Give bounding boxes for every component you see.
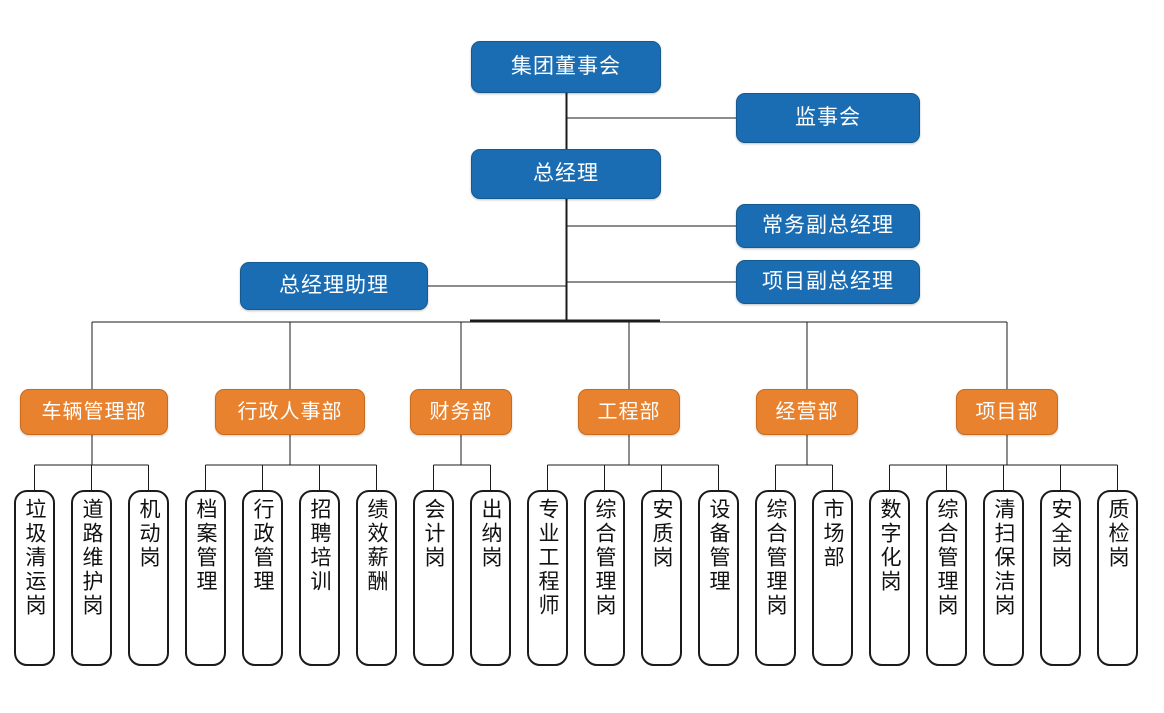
post-label: 清扫保洁岗	[992, 498, 1016, 618]
post-label: 综合管理岗	[764, 498, 788, 618]
department-box-finance[interactable]: 财务部	[410, 389, 512, 435]
post-label: 安质岗	[650, 498, 674, 570]
exec-label: 项目副总经理	[762, 270, 894, 294]
exec-label: 总经理助理	[279, 274, 389, 298]
post-label: 综合管理岗	[935, 498, 959, 618]
department-label: 行政人事部	[237, 401, 343, 423]
post-box-post-2[interactable]: 道路维护岗	[71, 490, 112, 666]
exec-box-gm-assistant[interactable]: 总经理助理	[240, 262, 428, 310]
post-box-post-4[interactable]: 档案管理	[185, 490, 226, 666]
post-box-post-5[interactable]: 行政管理	[242, 490, 283, 666]
post-label: 招聘培训	[308, 498, 332, 594]
post-label: 专业工程师	[536, 498, 560, 618]
post-box-post-14[interactable]: 综合管理岗	[755, 490, 796, 666]
exec-box-exec-vgm[interactable]: 常务副总经理	[736, 204, 920, 248]
post-label: 垃圾清运岗	[23, 498, 47, 618]
post-label: 档案管理	[194, 498, 218, 594]
post-label: 设备管理	[707, 498, 731, 594]
post-label: 出纳岗	[479, 498, 503, 570]
exec-label: 监事会	[795, 106, 861, 130]
department-label: 工程部	[597, 401, 661, 423]
post-label: 质检岗	[1106, 498, 1130, 570]
post-box-post-18[interactable]: 清扫保洁岗	[983, 490, 1024, 666]
post-box-post-7[interactable]: 绩效薪酬	[356, 490, 397, 666]
department-label: 财务部	[429, 401, 493, 423]
department-box-operation[interactable]: 经营部	[756, 389, 858, 435]
post-label: 机动岗	[137, 498, 161, 570]
exec-label: 集团董事会	[511, 55, 621, 79]
department-box-vehicle[interactable]: 车辆管理部	[20, 389, 168, 435]
exec-box-board[interactable]: 集团董事会	[471, 41, 661, 93]
post-box-post-3[interactable]: 机动岗	[128, 490, 169, 666]
department-label: 经营部	[775, 401, 839, 423]
department-box-engineer[interactable]: 工程部	[578, 389, 680, 435]
post-box-post-20[interactable]: 质检岗	[1097, 490, 1138, 666]
post-box-post-13[interactable]: 设备管理	[698, 490, 739, 666]
department-label: 项目部	[975, 401, 1039, 423]
department-box-project[interactable]: 项目部	[956, 389, 1058, 435]
department-label: 车辆管理部	[41, 401, 147, 423]
post-box-post-1[interactable]: 垃圾清运岗	[14, 490, 55, 666]
post-box-post-16[interactable]: 数字化岗	[869, 490, 910, 666]
post-box-post-11[interactable]: 综合管理岗	[584, 490, 625, 666]
post-box-post-15[interactable]: 市场部	[812, 490, 853, 666]
post-label: 行政管理	[251, 498, 275, 594]
post-box-post-9[interactable]: 出纳岗	[470, 490, 511, 666]
post-label: 道路维护岗	[80, 498, 104, 618]
post-box-post-10[interactable]: 专业工程师	[527, 490, 568, 666]
post-label: 综合管理岗	[593, 498, 617, 618]
exec-label: 总经理	[533, 162, 599, 186]
post-box-post-12[interactable]: 安质岗	[641, 490, 682, 666]
post-label: 安全岗	[1049, 498, 1073, 570]
exec-label: 常务副总经理	[762, 214, 894, 238]
post-box-post-8[interactable]: 会计岗	[413, 490, 454, 666]
exec-box-gm[interactable]: 总经理	[471, 149, 661, 199]
exec-box-proj-vgm[interactable]: 项目副总经理	[736, 260, 920, 304]
post-label: 数字化岗	[878, 498, 902, 594]
post-box-post-17[interactable]: 综合管理岗	[926, 490, 967, 666]
post-label: 会计岗	[422, 498, 446, 570]
post-box-post-19[interactable]: 安全岗	[1040, 490, 1081, 666]
post-box-post-6[interactable]: 招聘培训	[299, 490, 340, 666]
post-label: 绩效薪酬	[365, 498, 389, 594]
exec-box-supervisory[interactable]: 监事会	[736, 93, 920, 143]
post-label: 市场部	[821, 498, 845, 570]
department-box-admin-hr[interactable]: 行政人事部	[215, 389, 365, 435]
